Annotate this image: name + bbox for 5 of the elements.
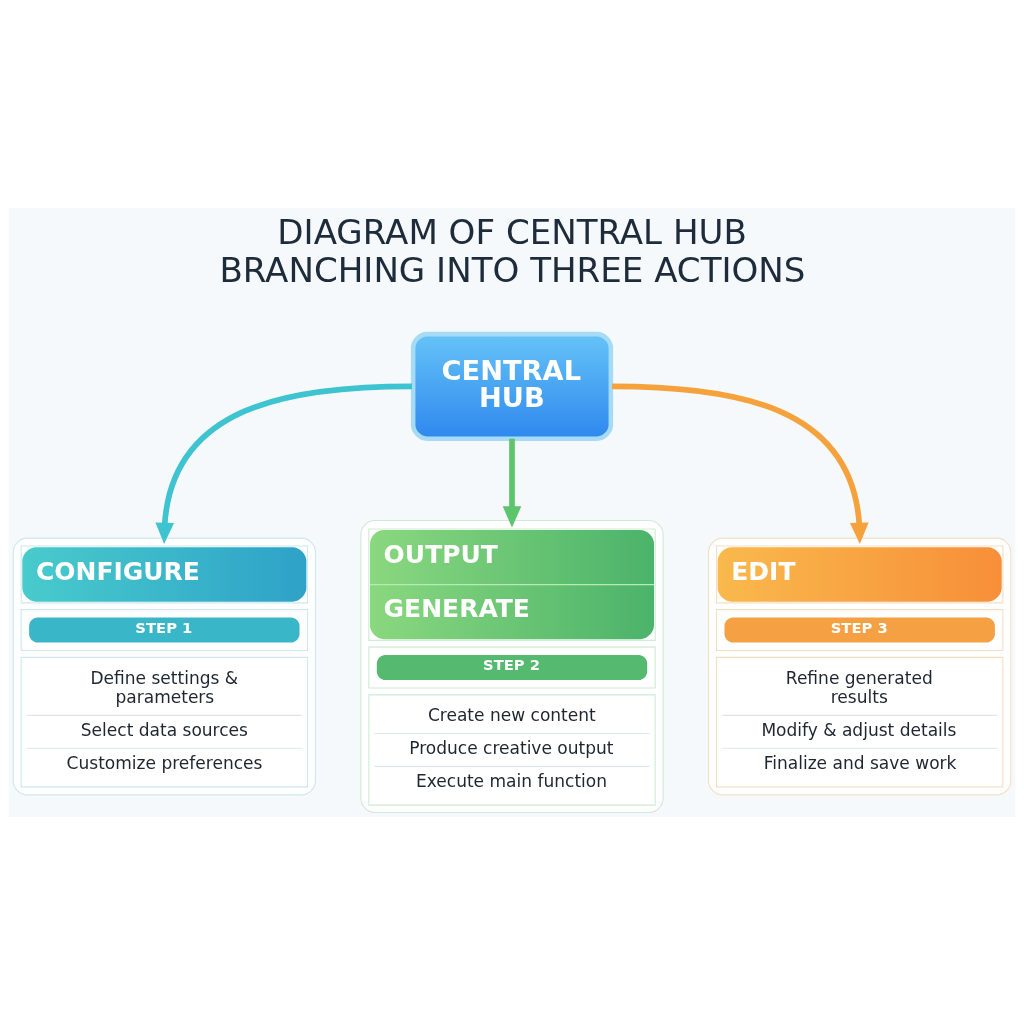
- arrow: [502, 438, 522, 528]
- arrow: [611, 383, 869, 544]
- arrow: [155, 383, 413, 544]
- diagram-title: DIAGRAM OF CENTRAL HUB BRANCHING INTO THREE ACTIONS: [219, 211, 806, 290]
- node-box: CENTRAL HUB: [410, 331, 614, 441]
